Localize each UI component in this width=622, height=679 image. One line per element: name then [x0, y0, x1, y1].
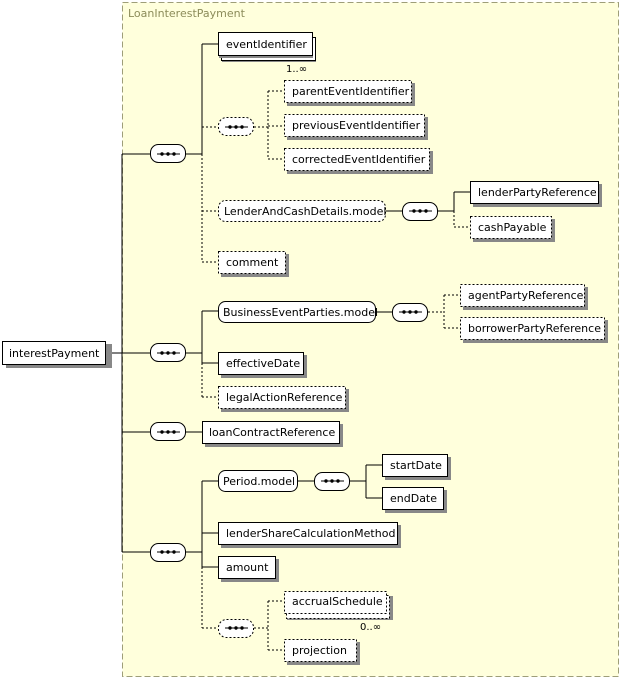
svg-text:Period.model: Period.model	[223, 475, 295, 488]
svg-text:LenderAndCashDetails.model: LenderAndCashDetails.model	[224, 205, 386, 218]
optional-sequence-compositor	[218, 619, 254, 638]
element-accrualSchedule[interactable]: accrualSchedule	[284, 591, 394, 621]
connectors	[106, 43, 470, 651]
element-lenderShareCalculationMethod[interactable]: lenderShareCalculationMethod	[218, 522, 402, 549]
svg-text:lenderPartyReference: lenderPartyReference	[478, 186, 597, 199]
element-endDate[interactable]: endDate	[382, 487, 448, 514]
svg-text:borrowerPartyReference: borrowerPartyReference	[468, 322, 601, 335]
element-loanContractReference[interactable]: loanContractReference	[202, 421, 344, 448]
element-interestPayment[interactable]: interestPayment	[2, 341, 113, 369]
element-previousEventIdentifier[interactable]: previousEventIdentifier	[284, 114, 429, 141]
element-startDate[interactable]: startDate	[382, 454, 452, 481]
sequence-compositor	[150, 343, 186, 362]
svg-text:loanContractReference: loanContractReference	[209, 426, 335, 439]
element-projection[interactable]: projection	[284, 639, 361, 666]
svg-text:cashPayable: cashPayable	[478, 221, 547, 234]
svg-text:endDate: endDate	[390, 492, 437, 505]
svg-text:amount: amount	[226, 561, 269, 574]
optional-sequence-compositor	[218, 117, 254, 136]
sequence-compositor	[150, 543, 186, 562]
svg-text:previousEventIdentifier: previousEventIdentifier	[292, 119, 421, 132]
element-legalActionReference[interactable]: legalActionReference	[218, 386, 350, 413]
svg-text:parentEventIdentifier: parentEventIdentifier	[292, 85, 410, 98]
element-parentEventIdentifier[interactable]: parentEventIdentifier	[284, 80, 416, 107]
element-amount[interactable]: amount	[218, 556, 280, 583]
svg-text:lenderShareCalculationMethod: lenderShareCalculationMethod	[226, 527, 395, 540]
element-effectiveDate[interactable]: effectiveDate	[218, 352, 308, 379]
element-lenderPartyReference[interactable]: lenderPartyReference	[470, 181, 603, 208]
element-comment[interactable]: comment	[218, 251, 290, 278]
svg-text:accrualSchedule: accrualSchedule	[292, 595, 383, 608]
group-LenderAndCashDetails[interactable]: LenderAndCashDetails.model	[218, 200, 387, 222]
occurrence-eventIdentifier: 1..∞	[286, 64, 307, 75]
sequence-compositor	[392, 303, 428, 322]
sequence-compositor	[314, 472, 350, 491]
svg-text:eventIdentifier: eventIdentifier	[226, 38, 307, 51]
svg-text:BusinessEventParties.model: BusinessEventParties.model	[223, 306, 378, 319]
element-eventIdentifier[interactable]: eventIdentifier	[218, 32, 317, 63]
element-agentPartyReference[interactable]: agentPartyReference	[460, 284, 589, 311]
svg-text:effectiveDate: effectiveDate	[226, 357, 300, 370]
occurrence-accrualSchedule: 0..∞	[360, 622, 381, 633]
group-title: LoanInterestPayment	[128, 7, 246, 20]
svg-text:comment: comment	[226, 256, 279, 269]
svg-text:correctedEventIdentifier: correctedEventIdentifier	[292, 153, 426, 166]
sequence-compositor	[150, 422, 186, 441]
svg-text:projection: projection	[292, 644, 347, 657]
element-cashPayable[interactable]: cashPayable	[470, 216, 556, 243]
element-correctedEventIdentifier[interactable]: correctedEventIdentifier	[284, 148, 434, 175]
element-borrowerPartyReference[interactable]: borrowerPartyReference	[460, 317, 609, 344]
group-BusinessEventParties[interactable]: BusinessEventParties.model	[218, 301, 379, 323]
svg-text:interestPayment: interestPayment	[9, 347, 100, 360]
sequence-compositor	[402, 202, 438, 221]
sequence-compositor	[150, 144, 186, 163]
svg-text:agentPartyReference: agentPartyReference	[468, 289, 584, 302]
group-Period[interactable]: Period.model	[218, 470, 298, 492]
svg-text:startDate: startDate	[390, 459, 442, 472]
svg-text:legalActionReference: legalActionReference	[226, 391, 343, 404]
